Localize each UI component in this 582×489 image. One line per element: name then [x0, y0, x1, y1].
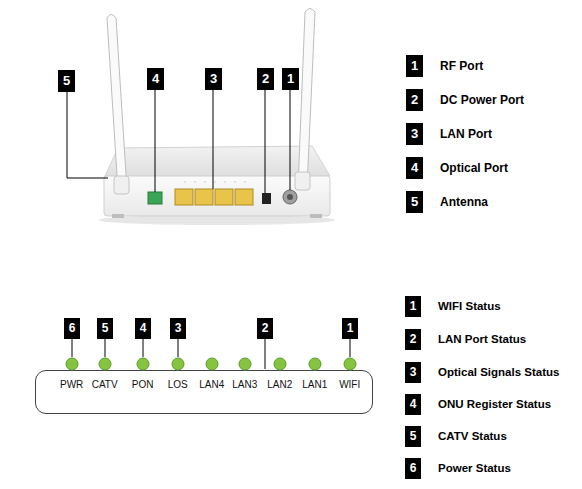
callout-number: 3 [205, 68, 222, 90]
leader-line [350, 339, 351, 357]
part-label: WIFI Status [438, 296, 501, 317]
callout-number: 5 [405, 426, 421, 447]
leader-line [67, 92, 108, 178]
led-label: PON [121, 379, 165, 391]
led-label: PWR [50, 379, 94, 391]
part-label: DC Power Port [440, 89, 524, 111]
antenna-base [114, 176, 129, 194]
callout-number: 3 [406, 123, 423, 145]
callout-number: 5 [97, 318, 113, 339]
rf-port-core [287, 194, 293, 200]
vent-hole [224, 181, 226, 183]
leader-line [265, 339, 266, 369]
part-label: RF Port [440, 55, 483, 77]
led-label: LAN2 [258, 379, 302, 391]
vent-hole [214, 181, 216, 183]
leader-line [265, 90, 266, 193]
led-panel: PWRCATVPONLOSLAN4LAN3LAN2LAN1WIFI [35, 370, 373, 414]
lan-port [175, 189, 193, 205]
callout-number: 4 [147, 68, 164, 90]
router-foot [310, 214, 322, 218]
leader-line [105, 339, 106, 357]
lan-port [215, 189, 233, 205]
vent-hole [184, 181, 186, 183]
rf-port [283, 190, 297, 204]
callout-number: 1 [406, 55, 423, 77]
status-led [309, 358, 321, 370]
dc-power-port [262, 193, 271, 204]
callout-number: 5 [406, 191, 423, 213]
led-label: CATV [83, 379, 127, 391]
status-led [172, 358, 184, 370]
part-label: LAN Port [440, 123, 492, 145]
vent-hole [204, 181, 206, 183]
part-label: CATV Status [438, 426, 507, 447]
status-leds [66, 358, 356, 370]
callout-number: 5 [58, 70, 75, 92]
callout-number: 4 [405, 394, 421, 415]
callout-number: 4 [135, 318, 151, 339]
status-led [99, 358, 111, 370]
status-led [206, 358, 218, 370]
leader-line [178, 339, 179, 357]
part-label: Optical Signals Status [438, 362, 559, 383]
leader-line [213, 90, 214, 189]
router-foot [112, 214, 124, 218]
callout-number: 2 [257, 318, 273, 339]
vent-hole [244, 181, 246, 183]
leader-line [143, 339, 144, 357]
callout-number: 6 [405, 458, 421, 479]
leader-line [155, 90, 156, 192]
callout-number: 4 [406, 157, 423, 179]
leader-lines [67, 90, 350, 369]
led-label: LAN3 [223, 379, 267, 391]
antenna [298, 9, 315, 189]
callout-number: 1 [282, 68, 299, 90]
part-label: Antenna [440, 191, 488, 213]
part-label: Optical Port [440, 157, 508, 179]
callout-number: 2 [406, 89, 423, 111]
lan-ports [175, 189, 253, 205]
status-led [239, 358, 251, 370]
callout-number: 2 [257, 68, 274, 90]
part-label: Power Status [438, 458, 511, 479]
leader-line [72, 339, 73, 357]
callout-number: 1 [405, 296, 421, 317]
led-label: LAN4 [190, 379, 234, 391]
callout-number: 1 [342, 318, 358, 339]
antenna [107, 15, 127, 192]
antenna-base [295, 172, 310, 190]
vent-hole [234, 181, 236, 183]
status-led [344, 358, 356, 370]
part-label: LAN Port Status [438, 329, 526, 350]
status-led [274, 358, 286, 370]
callout-number: 3 [170, 318, 186, 339]
vent-hole [194, 181, 196, 183]
lan-port [235, 189, 253, 205]
led-label: WIFI [328, 379, 372, 391]
status-led [137, 358, 149, 370]
optical-port [148, 192, 162, 204]
leader-line [290, 90, 291, 190]
led-label: LOS [156, 379, 200, 391]
led-label: LAN1 [293, 379, 337, 391]
lan-port [195, 189, 213, 205]
callout-number: 2 [405, 329, 421, 350]
vent-holes [184, 181, 246, 183]
status-led [66, 358, 78, 370]
callout-number: 3 [405, 362, 421, 383]
callout-number: 6 [64, 318, 80, 339]
part-label: ONU Register Status [438, 394, 551, 415]
